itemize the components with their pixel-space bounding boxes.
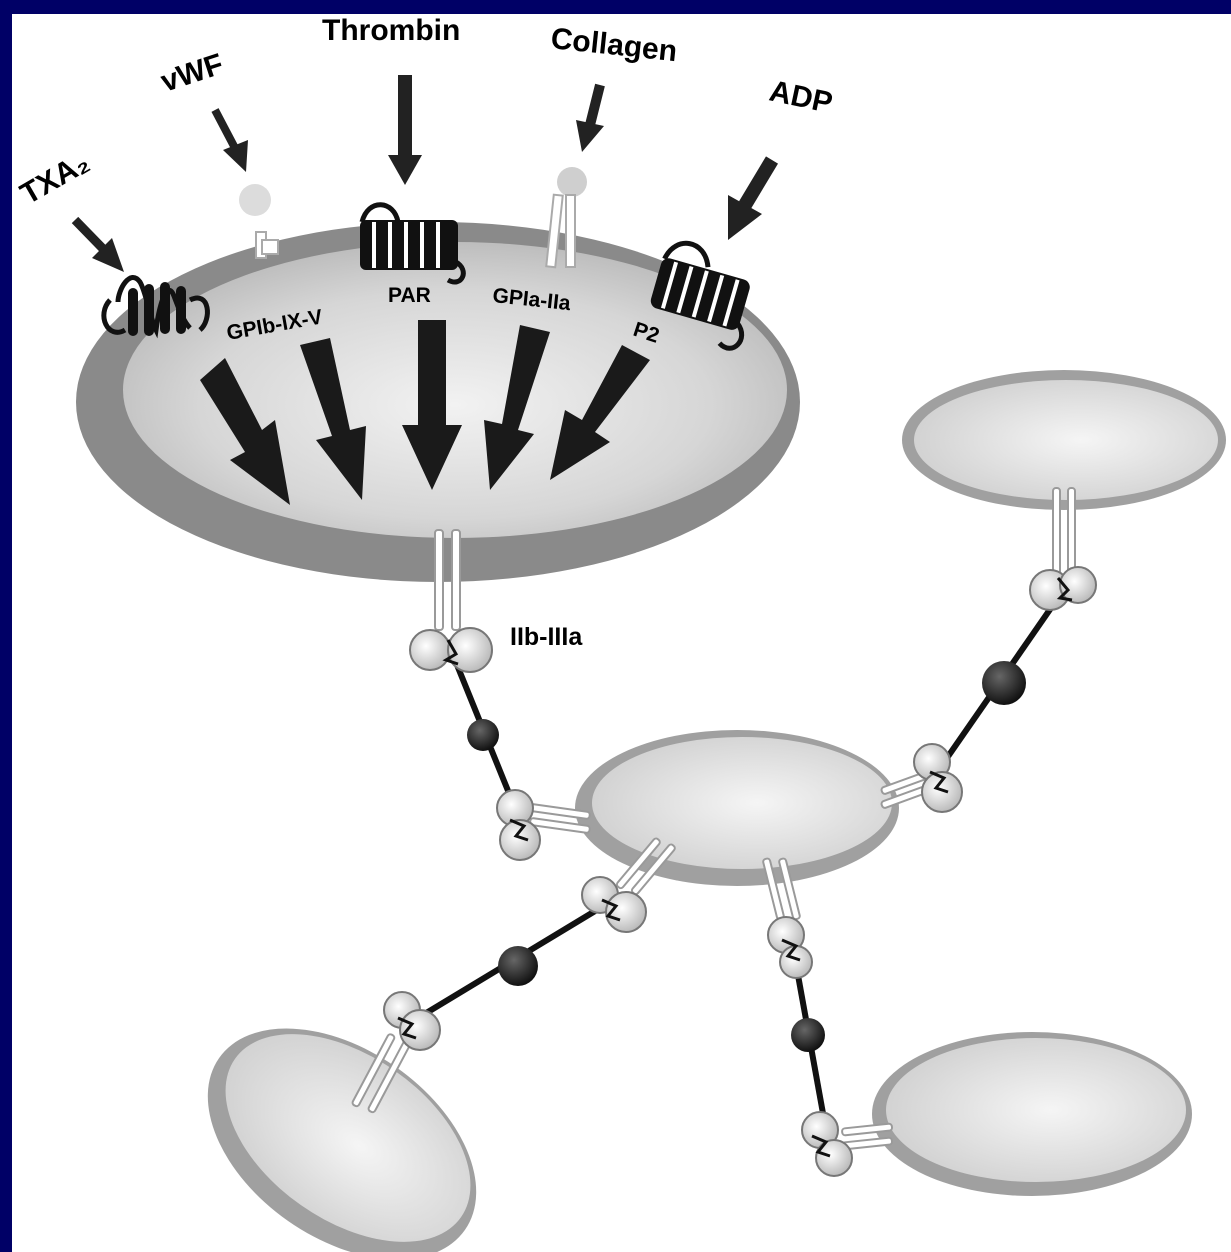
platelet-top-right — [902, 370, 1226, 510]
integrin-label: IIb-IIIa — [510, 623, 583, 651]
thrombin-label: Thrombin — [322, 14, 460, 47]
platelet-center — [575, 730, 899, 886]
platelet-bottom-right — [872, 1032, 1192, 1196]
panel-corner — [0, 0, 12, 212]
par-label: PAR — [388, 284, 431, 307]
